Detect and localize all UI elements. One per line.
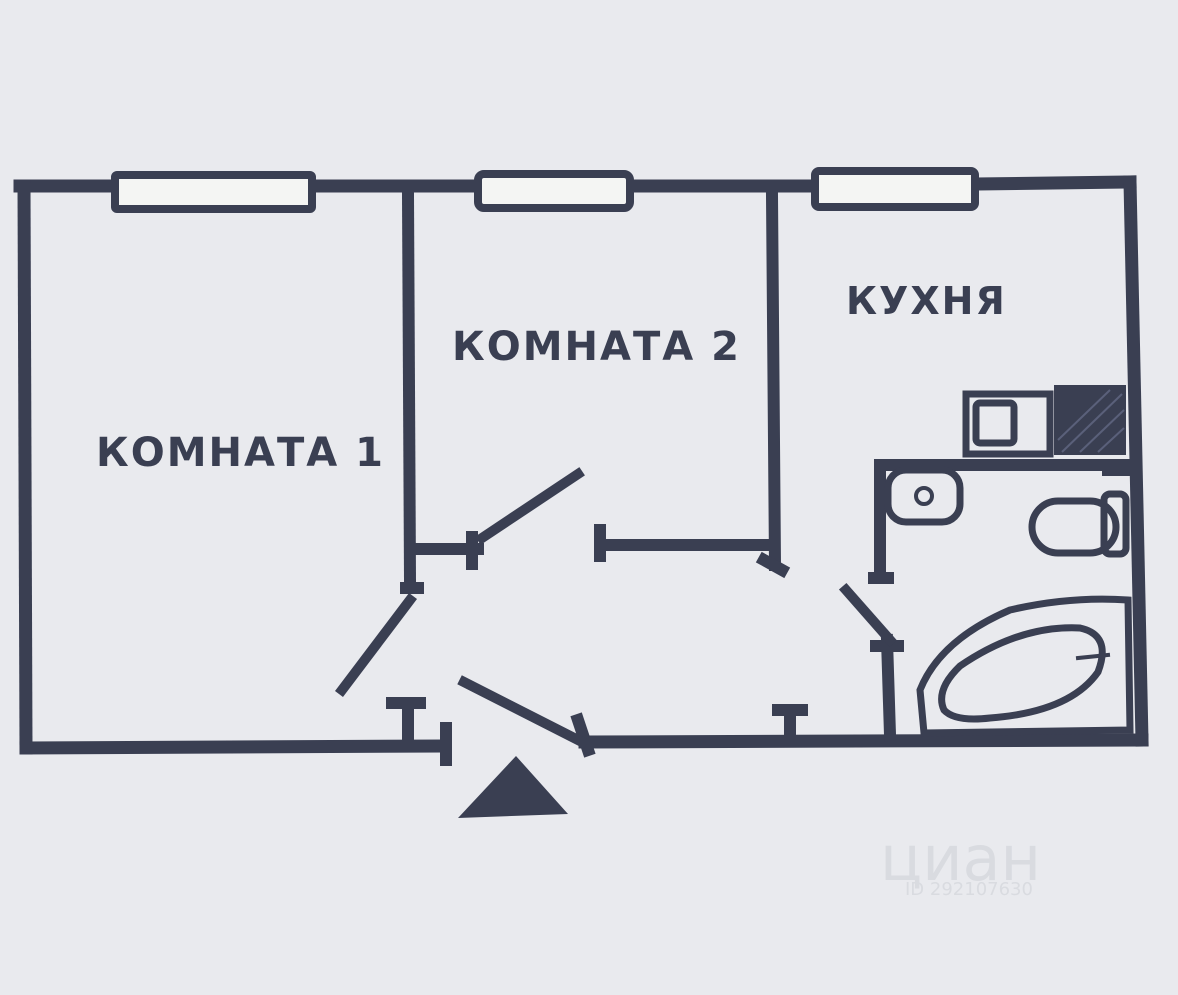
doors	[334, 467, 898, 749]
room-2-label: КОМНАТА 2	[452, 324, 741, 370]
kitchen-label: КУХНЯ	[846, 279, 1007, 323]
door-room1	[334, 592, 418, 698]
door-entrance	[457, 675, 589, 749]
outer-walls	[13, 175, 1149, 755]
watermark-brand: циан	[880, 822, 1041, 895]
room-1-label: КОМНАТА 1	[96, 430, 385, 476]
wall-stubs	[386, 464, 1132, 766]
interior-walls	[401, 189, 1134, 742]
bathtub	[916, 595, 1134, 737]
stove	[962, 390, 1054, 458]
window-room2	[474, 170, 634, 212]
entrance-arrow	[458, 756, 568, 818]
sink	[884, 466, 964, 526]
window-kitchen	[811, 167, 979, 211]
kitchen-cabinet	[1054, 385, 1126, 455]
door-bathroom	[838, 582, 898, 648]
toilet	[1028, 490, 1130, 558]
windows	[111, 167, 979, 213]
window-room1	[111, 171, 316, 213]
watermark: циан ID 292107630	[880, 822, 1041, 900]
watermark-id: ID 292107630	[905, 879, 1033, 900]
door-room2	[475, 467, 585, 545]
